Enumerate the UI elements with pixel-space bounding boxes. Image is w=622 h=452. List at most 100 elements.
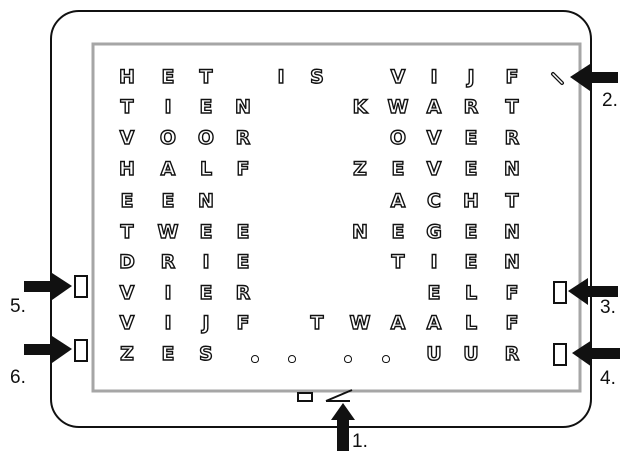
callout-5: 5. <box>10 296 26 317</box>
letter-cell: E <box>464 250 478 273</box>
letter-cell: A <box>390 189 406 212</box>
left-button-upper <box>74 275 88 298</box>
minute-dot <box>344 355 352 363</box>
letter-cell: A <box>426 311 442 334</box>
left-button-lower <box>74 339 88 362</box>
letter-cell: T <box>310 311 324 334</box>
arrow-4-icon <box>572 340 620 367</box>
letter-cell: A <box>160 157 176 180</box>
letter-cell: G <box>425 220 442 243</box>
letter-cell: I <box>164 311 172 334</box>
letter-cell: N <box>234 95 251 118</box>
letter-cell: V <box>390 65 406 88</box>
letter-cell: E <box>391 157 405 180</box>
arrow-5-icon <box>24 273 72 300</box>
letter-cell: I <box>430 250 438 273</box>
minute-dot <box>251 355 259 363</box>
letter-cell: N <box>503 157 520 180</box>
letter-cell: U <box>426 342 443 365</box>
arrow-6-icon <box>24 336 72 363</box>
letter-cell: I <box>164 95 172 118</box>
letter-cell: E <box>391 220 405 243</box>
letter-cell: I <box>277 65 285 88</box>
letter-cell: E <box>161 65 175 88</box>
letter-cell: N <box>197 189 214 212</box>
letter-cell: L <box>199 157 213 180</box>
letter-cell: R <box>463 95 479 118</box>
letter-cell: T <box>120 220 134 243</box>
letter-cell: E <box>464 126 478 149</box>
letter-cell: T <box>199 65 213 88</box>
bottom-switch <box>325 389 353 402</box>
letter-cell: T <box>120 95 134 118</box>
letter-cell: V <box>119 281 135 304</box>
letter-cell: S <box>309 65 324 88</box>
letter-cell: C <box>426 189 441 212</box>
letter-cell: V <box>426 126 442 149</box>
letter-cell: O <box>389 126 407 149</box>
arrow-3-icon <box>568 278 618 305</box>
display-panel <box>91 42 582 393</box>
letter-cell: Z <box>352 157 367 180</box>
letter-cell: E <box>427 281 441 304</box>
letter-cell: A <box>426 95 442 118</box>
letter-cell: E <box>120 189 134 212</box>
letter-cell: K <box>352 95 368 118</box>
callout-4: 4. <box>600 368 616 389</box>
letter-cell: S <box>198 342 213 365</box>
right-button-lower <box>553 343 567 366</box>
arrow-2-icon <box>570 64 618 91</box>
letter-cell: E <box>161 342 175 365</box>
letter-cell: J <box>467 65 475 88</box>
letter-cell: H <box>118 157 135 180</box>
letter-cell: W <box>387 95 409 118</box>
letter-cell: F <box>505 281 519 304</box>
arrow-1-icon <box>331 403 355 451</box>
letter-cell: V <box>119 311 135 334</box>
letter-cell: J <box>202 311 210 334</box>
letter-cell: F <box>505 311 519 334</box>
letter-cell: E <box>199 220 213 243</box>
letter-cell: A <box>390 311 406 334</box>
letter-cell: N <box>503 250 520 273</box>
callout-2: 2. <box>602 90 618 111</box>
bottom-connector <box>297 392 313 402</box>
letter-cell: R <box>235 126 251 149</box>
letter-cell: I <box>202 250 210 273</box>
letter-cell: F <box>505 65 519 88</box>
letter-cell: F <box>236 311 250 334</box>
callout-6: 6. <box>10 367 26 388</box>
right-button-upper <box>553 281 567 304</box>
callout-3: 3. <box>600 297 616 318</box>
letter-cell: E <box>236 220 250 243</box>
letter-cell: E <box>236 250 250 273</box>
letter-cell: F <box>236 157 250 180</box>
letter-cell: D <box>118 250 135 273</box>
letter-cell: R <box>235 281 251 304</box>
letter-cell: Z <box>119 342 134 365</box>
letter-cell: U <box>463 342 480 365</box>
letter-cell: T <box>391 250 405 273</box>
letter-cell: N <box>503 220 520 243</box>
letter-cell: E <box>199 95 213 118</box>
letter-cell: W <box>349 311 371 334</box>
letter-cell: N <box>351 220 368 243</box>
letter-cell: R <box>160 250 176 273</box>
letter-cell: T <box>505 189 519 212</box>
letter-cell: E <box>199 281 213 304</box>
letter-cell: I <box>430 65 438 88</box>
minute-dot <box>382 355 390 363</box>
letter-cell: R <box>504 126 520 149</box>
letter-cell: L <box>464 281 478 304</box>
letter-cell: O <box>159 126 177 149</box>
letter-cell: O <box>197 126 215 149</box>
callout-1: 1. <box>352 431 368 452</box>
letter-cell: H <box>118 65 135 88</box>
letter-cell: H <box>462 189 479 212</box>
letter-cell: E <box>464 157 478 180</box>
letter-cell: V <box>426 157 442 180</box>
letter-cell: I <box>164 281 172 304</box>
letter-cell: L <box>464 311 478 334</box>
